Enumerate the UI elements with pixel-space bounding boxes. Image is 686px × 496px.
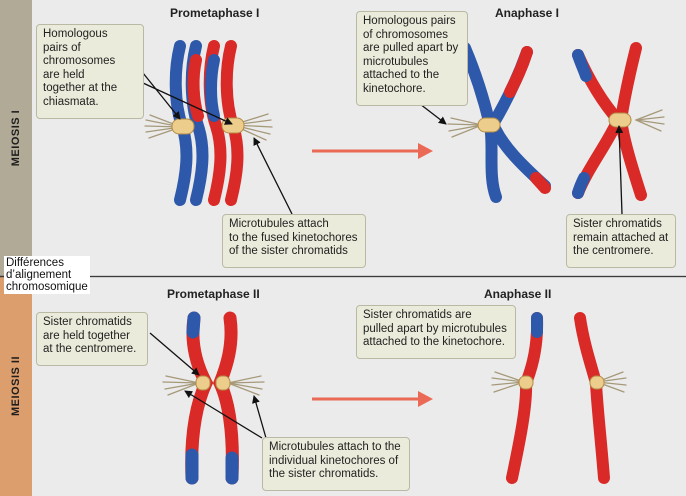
callout-sister-remain: Sister chromatids remain attached at the… [566,214,676,268]
callout-line: chromosomes [43,55,116,67]
callout-line: are pulled apart by [363,42,459,54]
anaphase-2-microtubules [491,371,627,393]
callout-line: chiasmata. [43,95,99,108]
callout-line: microtubules [363,55,429,68]
callout-microtubules-individual: Microtubules attach to the individual ki… [262,437,410,491]
anaphase-1-blue-chromosome [459,42,551,203]
anaphase-1-kinetochore-right [608,112,632,128]
prometaphase-2-microtubules [162,375,265,396]
callout-line: together at the [43,82,118,94]
callout-homologous-held: Homologous pairs of chromosomes are held… [36,24,144,119]
callout-sister-pulled: Sister chromatids are pulled apart by mi… [356,305,516,359]
microtubules-individual-pointer [184,390,263,439]
callout-line: are held together [43,329,130,342]
anaphase-2-right-chromatid [574,312,610,484]
overlay-line: d’alignement [6,269,72,281]
progression-arrow-1 [312,143,433,159]
callout-line: Homologous [43,28,108,40]
prometaphase-1-kinetochore-left [171,118,195,135]
callout-line: Sister chromatids [573,218,662,230]
prometaphase-2-kinetochore-right [215,375,231,391]
prometaphase-2-kinetochore-left [195,375,211,391]
microtubules-individual-pointer-2 [252,395,267,439]
callout-line: the centromere. [573,245,654,257]
callout-line: attached to the [363,69,440,81]
callout-line: of the sister chromatids [229,245,348,257]
microtubules-fused-pointer [253,137,293,215]
callout-line: attached to the kinetochore. [363,336,505,348]
prometaphase-2-chromosome [185,311,239,485]
callout-line: the sister chromatids. [269,468,379,480]
callout-line: Microtubules attach to the [269,441,401,453]
callout-sister-held: Sister chromatids are held together at t… [36,312,148,366]
callout-line: Homologous pairs [363,15,456,27]
title-prometaphase-2: Prometaphase II [167,287,260,301]
sister-held-pointer [149,332,200,376]
callout-line: pulled apart by microtubules [363,322,507,335]
callout-line: to the fused kinetochores [229,231,358,244]
callout-line: Sister chromatids are [363,309,472,321]
alignment-differences-label: Différences d’alignement chromosomique [4,256,90,294]
title-anaphase-1: Anaphase I [495,6,560,20]
homologous-pulled-pointer [419,103,447,125]
progression-arrow-2 [312,391,433,407]
overlay-line: chromosomique [6,281,88,293]
callout-line: Microtubules attach [229,218,329,230]
homologous-held-pointer [142,72,181,120]
title-prometaphase-1: Prometaphase I [170,6,260,20]
overlay-line: Différences [6,257,64,269]
homologous-held-pointer-2 [142,82,233,125]
anaphase-2-kinetochore-right [589,375,605,390]
meiosis-1-band [0,0,32,276]
sister-remain-pointer [615,125,624,215]
anaphase-2-kinetochore-left [518,375,534,390]
callout-line: pairs of [43,41,81,54]
callout-line: Sister chromatids [43,316,132,328]
anaphase-1-kinetochore-left [477,117,501,133]
meiosis-2-band [0,276,32,496]
callout-homologous-pulled: Homologous pairs of chromosomes are pull… [356,11,468,106]
callout-line: at the centromere. [43,343,137,355]
title-anaphase-2: Anaphase II [484,287,552,301]
callout-line: are held [43,68,85,81]
callout-line: of chromosomes [363,28,449,41]
callout-line: kinetochore. [363,82,426,95]
callout-line: individual kinetochores of [269,454,399,467]
callout-line: remain attached at [573,231,669,244]
anaphase-1-microtubules [447,109,665,138]
callout-microtubules-fused: Microtubules attach to the fused kinetoc… [222,214,366,268]
